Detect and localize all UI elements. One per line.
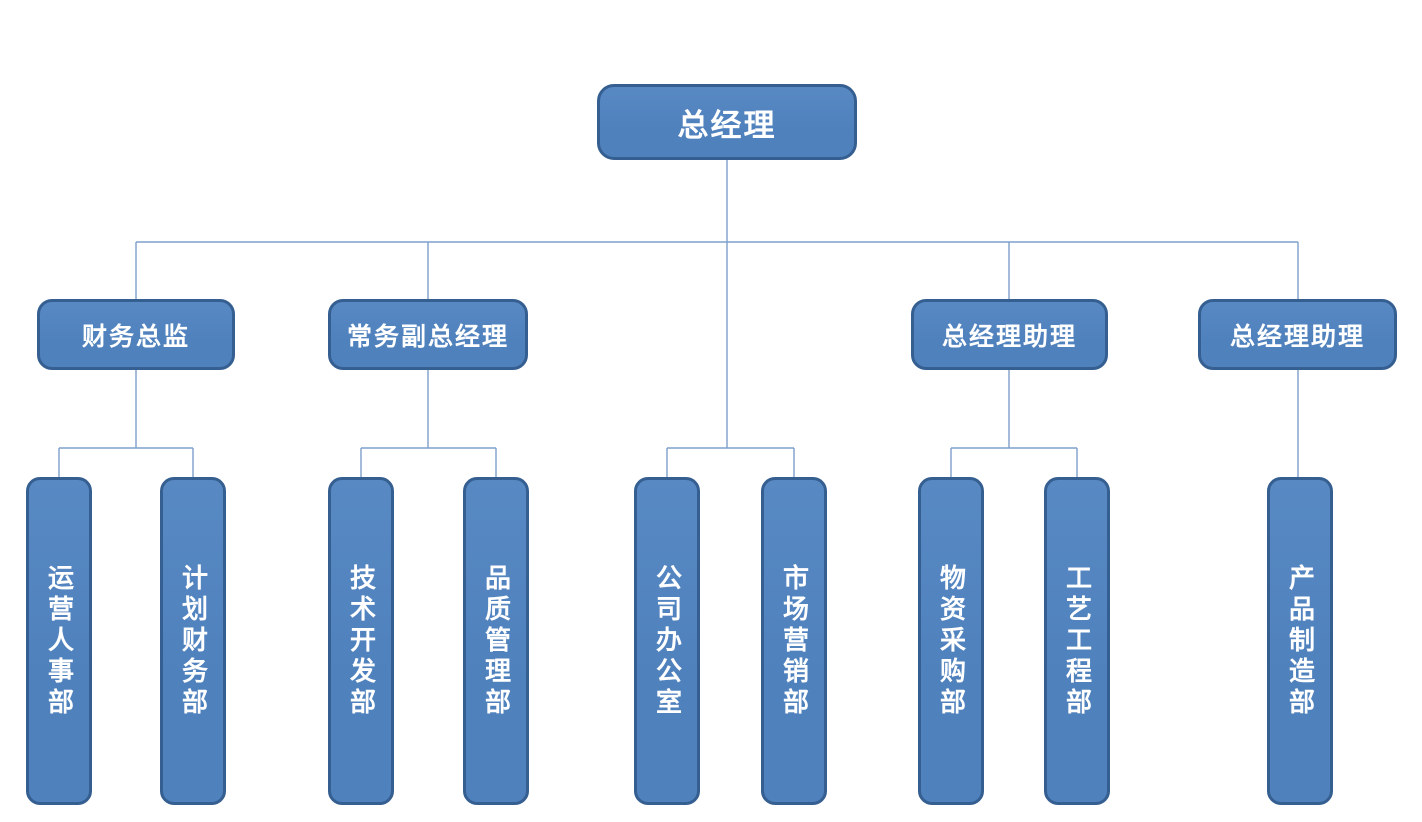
org-node-label: 总经理助理 (1229, 323, 1365, 351)
org-node-executive-deputy-gm[interactable]: 常务副总经理 (328, 299, 528, 370)
org-node-label: 公司办公室 (652, 563, 682, 719)
org-node-company-office[interactable]: 公司办公室 (634, 477, 700, 805)
org-node-label: 计划财务部 (178, 563, 208, 719)
org-node-product-manufacturing-dept[interactable]: 产品制造部 (1267, 477, 1333, 805)
org-node-label: 总经理助理 (941, 323, 1077, 351)
org-node-label: 工艺工程部 (1062, 563, 1092, 719)
org-node-gm-assistant-2[interactable]: 总经理助理 (1198, 299, 1397, 370)
org-node-marketing-dept[interactable]: 市场营销部 (761, 477, 827, 805)
org-node-planning-finance-dept[interactable]: 计划财务部 (160, 477, 226, 805)
org-node-label: 市场营销部 (779, 563, 809, 719)
org-node-operations-hr-dept[interactable]: 运营人事部 (26, 477, 92, 805)
org-node-label: 财务总监 (81, 323, 190, 351)
org-node-technology-development-dept[interactable]: 技术开发部 (328, 477, 394, 805)
org-node-label: 品质管理部 (481, 563, 511, 719)
org-node-general-manager[interactable]: 总经理 (597, 84, 857, 160)
org-node-label: 产品制造部 (1285, 563, 1315, 719)
org-node-label: 常务副总经理 (346, 323, 509, 351)
org-node-label: 物资采购部 (936, 563, 966, 719)
org-node-label: 技术开发部 (346, 563, 376, 719)
org-node-gm-assistant-1[interactable]: 总经理助理 (911, 299, 1108, 370)
org-node-materials-procurement-dept[interactable]: 物资采购部 (918, 477, 984, 805)
org-node-label: 总经理 (677, 107, 777, 143)
org-node-label: 运营人事部 (44, 563, 74, 719)
org-node-process-engineering-dept[interactable]: 工艺工程部 (1044, 477, 1110, 805)
org-node-quality-management-dept[interactable]: 品质管理部 (463, 477, 529, 805)
org-node-finance-director[interactable]: 财务总监 (37, 299, 235, 370)
